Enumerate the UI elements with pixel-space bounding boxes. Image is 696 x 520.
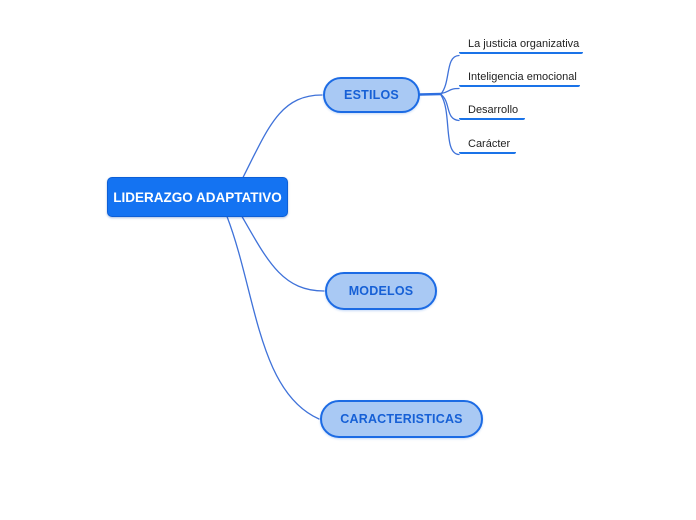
connector-estilos-trunk bbox=[418, 92, 443, 96]
branch-node-label: MODELOS bbox=[348, 284, 414, 298]
subtopic-inteligencia-emocional[interactable]: Inteligencia emocional bbox=[459, 69, 580, 87]
connector-root-modelos bbox=[241, 215, 325, 292]
connector-estilos-child-3 bbox=[440, 93, 460, 122]
branch-node-estilos[interactable]: ESTILOS bbox=[323, 77, 420, 113]
subtopic-caracter[interactable]: Carácter bbox=[459, 136, 516, 154]
subtopic-label: Inteligencia emocional bbox=[468, 71, 577, 83]
subtopic-label: Carácter bbox=[468, 138, 511, 150]
subtopic-label: Desarrollo bbox=[468, 104, 519, 116]
branch-node-label: ESTILOS bbox=[344, 88, 399, 102]
connector-root-estilos bbox=[242, 94, 323, 179]
connector-root-caracteristicas bbox=[226, 215, 320, 420]
branch-node-caracteristicas[interactable]: CARACTERISTICAS bbox=[320, 400, 483, 438]
subtopic-label: La justicia organizativa bbox=[468, 38, 580, 50]
root-node-liderazgo-adaptativo[interactable]: LIDERAZGO ADAPTATIVO bbox=[107, 177, 288, 217]
connector-estilos-child-1 bbox=[440, 54, 460, 95]
branch-node-modelos[interactable]: MODELOS bbox=[325, 272, 437, 310]
connector-estilos-child-4 bbox=[440, 94, 460, 156]
subtopic-desarrollo[interactable]: Desarrollo bbox=[459, 102, 525, 120]
branch-node-label: CARACTERISTICAS bbox=[340, 412, 463, 426]
root-node-label: LIDERAZGO ADAPTATIVO bbox=[113, 189, 282, 205]
subtopic-la-justicia-organizativa[interactable]: La justicia organizativa bbox=[459, 36, 583, 54]
connector-estilos-child-2 bbox=[440, 87, 460, 95]
